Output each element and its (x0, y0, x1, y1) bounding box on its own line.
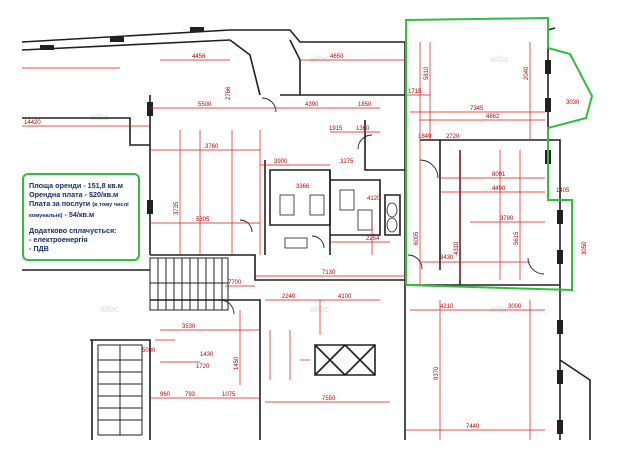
watermark: allbc (490, 54, 509, 64)
watermark: allbc (490, 304, 509, 314)
dimension-label: 3530 (182, 324, 196, 330)
dimension-lines (22, 42, 545, 440)
dimension-label: 4650 (330, 54, 344, 60)
dimension-label: 4390 (305, 102, 319, 108)
dimension-label: 960 (160, 392, 171, 398)
dimension-label: 1715 (408, 89, 422, 95)
dimension-label: 1840 (418, 134, 432, 140)
service-fee-line-2: комунальні) - 54/кв.м (29, 210, 133, 221)
dimension-label: 2040 (524, 66, 530, 80)
dimension-label: 2766 (226, 86, 232, 100)
dimension-label: 7700 (228, 280, 242, 286)
dimension-label: 3900 (274, 159, 288, 165)
dimension-label: 1850 (358, 102, 372, 108)
service-fee-note: (в тому числі (92, 202, 129, 208)
extra-item-vat: - ПДВ (29, 244, 49, 253)
dimension-label: 2254 (366, 236, 380, 242)
dimension-label: 1075 (222, 392, 236, 398)
rental-info-box: Площа оренди - 151,8 кв.м Орендна плата … (22, 173, 140, 261)
dimension-labels: 5500 4390 1850 7345 4862 3030 14420 1915… (24, 54, 580, 430)
watermark: allbc (310, 54, 329, 64)
dimension-label: 4210 (440, 304, 454, 310)
stairs (97, 257, 229, 436)
dimension-label: 5080 (142, 348, 156, 354)
service-fee-line: Плата за послуги (в тому числі (29, 199, 133, 210)
dimension-label: 7440 (466, 424, 480, 430)
dimension-label: 9370 (434, 366, 440, 380)
dimension-label: 3735 (174, 201, 180, 215)
dimension-label: 7345 (470, 106, 484, 112)
area-text: Площа оренди - 151,8 кв.м (29, 181, 123, 190)
dimension-label: 4862 (486, 114, 500, 120)
dimension-label: 7550 (322, 396, 336, 402)
service-fee-note-2: комунальні) (29, 213, 63, 219)
rent-text: Орендна плата - $20/кв.м (29, 190, 119, 199)
service-fee-value: - 54/кв.м (64, 210, 95, 219)
sanitary-fixtures (279, 189, 398, 249)
windows (40, 27, 563, 434)
extra-item-electricity: - електроенергія (29, 235, 88, 244)
dimension-label: 1360 (356, 126, 370, 132)
dimension-label: 4100 (338, 294, 352, 300)
dimension-label: 3000 (508, 304, 522, 310)
dimension-label: 1450 (234, 356, 240, 370)
dimension-label: 5500 (198, 102, 212, 108)
dimension-label: 5810 (424, 66, 430, 80)
dimension-label: 8091 (492, 172, 506, 178)
dimension-label: 1405 (556, 188, 570, 194)
dimension-label: 2720 (446, 134, 460, 140)
doors (219, 97, 545, 315)
watermarks: allbc allbc allbc allbc allbc allbc (90, 54, 509, 314)
dimension-label: 1430 (200, 352, 214, 358)
dimension-label: 4120 (367, 196, 381, 202)
dimension-label: 4490 (492, 186, 506, 192)
extra-title: Додатково сплачується: (29, 226, 117, 235)
service-fee-label: Плата за послуги (29, 199, 91, 208)
dimension-label: 3050 (582, 241, 588, 255)
dimension-label: 6005 (414, 231, 420, 245)
watermark: allbc (310, 304, 329, 314)
dimension-label: 3275 (340, 159, 354, 165)
dimension-label: 1720 (196, 364, 210, 370)
dimension-label: 3760 (205, 144, 219, 150)
watermark: allbc (90, 112, 109, 122)
dimension-label: 4456 (192, 54, 206, 60)
dimension-label: 3366 (296, 184, 310, 190)
dimension-label: 4310 (454, 241, 460, 255)
dimension-label: 3780 (500, 216, 514, 222)
dimension-label: 3430 (440, 255, 454, 261)
vertical-dimension-labels: 5810 2040 6005 5615 4310 9370 3735 2766 … (174, 66, 588, 380)
dimension-label: 14420 (24, 120, 41, 126)
dimension-label: 1915 (329, 126, 343, 132)
dimension-label: 793 (185, 392, 196, 398)
rental-area-outline (405, 16, 594, 292)
dimension-label: 2240 (282, 294, 296, 300)
watermark: allbc (100, 304, 119, 314)
dimension-label: 5615 (514, 231, 520, 245)
dimension-label: 5305 (196, 217, 210, 223)
dimension-label: 7130 (322, 270, 336, 276)
dimension-label: 3030 (566, 100, 580, 106)
